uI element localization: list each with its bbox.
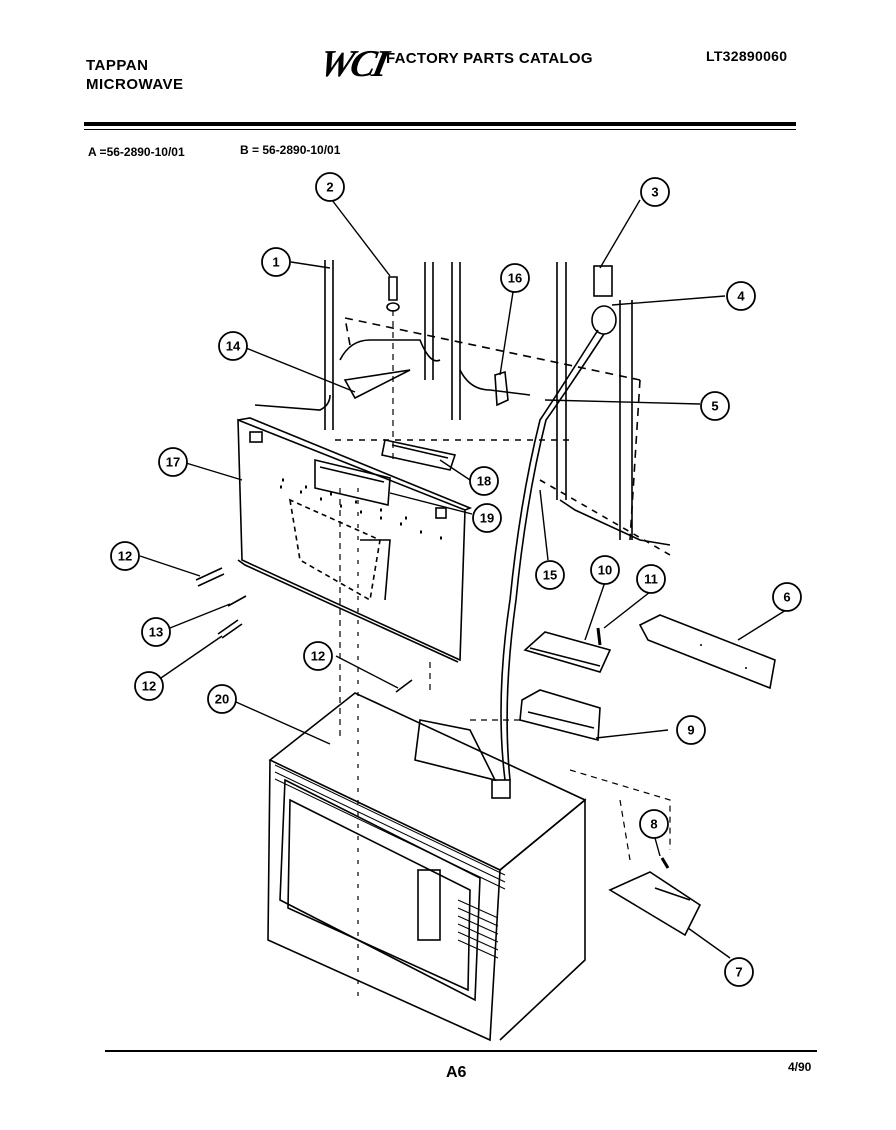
callout-circle bbox=[772, 582, 802, 612]
callout-circle bbox=[639, 809, 669, 839]
part-19-bracket bbox=[314, 458, 391, 506]
callout-circle bbox=[315, 172, 345, 202]
callout-circle bbox=[218, 331, 248, 361]
footer-rule bbox=[105, 1050, 817, 1052]
microwave-unit bbox=[267, 692, 587, 1042]
callout-5: 5 bbox=[711, 399, 718, 414]
callout-circle bbox=[700, 391, 730, 421]
callout-17: 17 bbox=[166, 455, 180, 470]
callout-circle bbox=[500, 263, 530, 293]
callout-15: 15 bbox=[543, 568, 557, 583]
callout-circle bbox=[158, 447, 188, 477]
callout-circle bbox=[640, 177, 670, 207]
part-11-screw bbox=[596, 627, 602, 646]
callout-19: 19 bbox=[480, 511, 494, 526]
callout-circle bbox=[535, 560, 565, 590]
version-a: A =56-2890-10/01 bbox=[88, 145, 185, 159]
callout-8: 8 bbox=[650, 817, 657, 832]
part-18-bracket bbox=[381, 439, 457, 471]
callout-circle bbox=[724, 957, 754, 987]
callout-11: 11 bbox=[644, 572, 658, 587]
callout-circle bbox=[636, 564, 666, 594]
callout-circle bbox=[726, 281, 756, 311]
callout-12: 12 bbox=[118, 549, 132, 564]
callout-circle bbox=[207, 684, 237, 714]
cabinet-outline bbox=[254, 260, 671, 556]
callout-2: 2 bbox=[326, 180, 333, 195]
version-b: B = 56-2890-10/01 bbox=[240, 143, 341, 157]
part-16-clip bbox=[494, 370, 509, 407]
power-cord bbox=[500, 265, 617, 781]
callout-circle bbox=[676, 715, 706, 745]
callout-circle bbox=[110, 541, 140, 571]
part-6-vent bbox=[638, 614, 776, 690]
header-rule-thin bbox=[84, 129, 796, 130]
mounting-plate bbox=[237, 417, 473, 663]
callout-circle bbox=[261, 247, 291, 277]
screws-12-13 bbox=[195, 567, 413, 693]
callout-4: 4 bbox=[737, 289, 745, 304]
leader-lines bbox=[139, 199, 787, 959]
header-rule bbox=[84, 122, 796, 126]
part-1-2-screw bbox=[386, 276, 400, 312]
callout-circle bbox=[134, 671, 164, 701]
callout-circle bbox=[590, 555, 620, 585]
callout-9: 9 bbox=[687, 723, 694, 738]
callout-3: 3 bbox=[651, 185, 658, 200]
callout-18: 18 bbox=[477, 474, 491, 489]
product-type: MICROWAVE bbox=[86, 76, 184, 93]
callout-20: 20 bbox=[215, 692, 229, 707]
print-date: 4/90 bbox=[788, 1060, 812, 1074]
callout-circle bbox=[469, 466, 499, 496]
part-8-screw bbox=[660, 857, 670, 869]
brand-block: TAPPAN MICROWAVE bbox=[86, 56, 184, 94]
part-14-duct bbox=[343, 369, 411, 400]
part-7-damper bbox=[608, 871, 702, 937]
page-number: A6 bbox=[446, 1064, 467, 1081]
part-9-grille bbox=[519, 689, 601, 742]
model-number: LT32890060 bbox=[706, 48, 788, 64]
callout-12c: 12 bbox=[311, 649, 325, 664]
callout-6: 6 bbox=[783, 590, 790, 605]
callout-13: 13 bbox=[149, 625, 163, 640]
catalog-title: FACTORY PARTS CATALOG bbox=[386, 50, 593, 67]
brand-name: TAPPAN bbox=[86, 57, 149, 74]
part-10-filter bbox=[523, 631, 612, 673]
callout-circle bbox=[303, 641, 333, 671]
callout-12b: 12 bbox=[142, 679, 156, 694]
callout-circle bbox=[472, 503, 502, 533]
callout-16: 16 bbox=[508, 271, 522, 286]
callout-14: 14 bbox=[226, 339, 241, 354]
callout-10: 10 bbox=[598, 563, 612, 578]
callout-circles bbox=[110, 172, 802, 987]
callout-7: 7 bbox=[735, 965, 742, 980]
alignment-lines bbox=[339, 310, 671, 1000]
callout-circle bbox=[141, 617, 171, 647]
callout-1: 1 bbox=[272, 255, 279, 270]
